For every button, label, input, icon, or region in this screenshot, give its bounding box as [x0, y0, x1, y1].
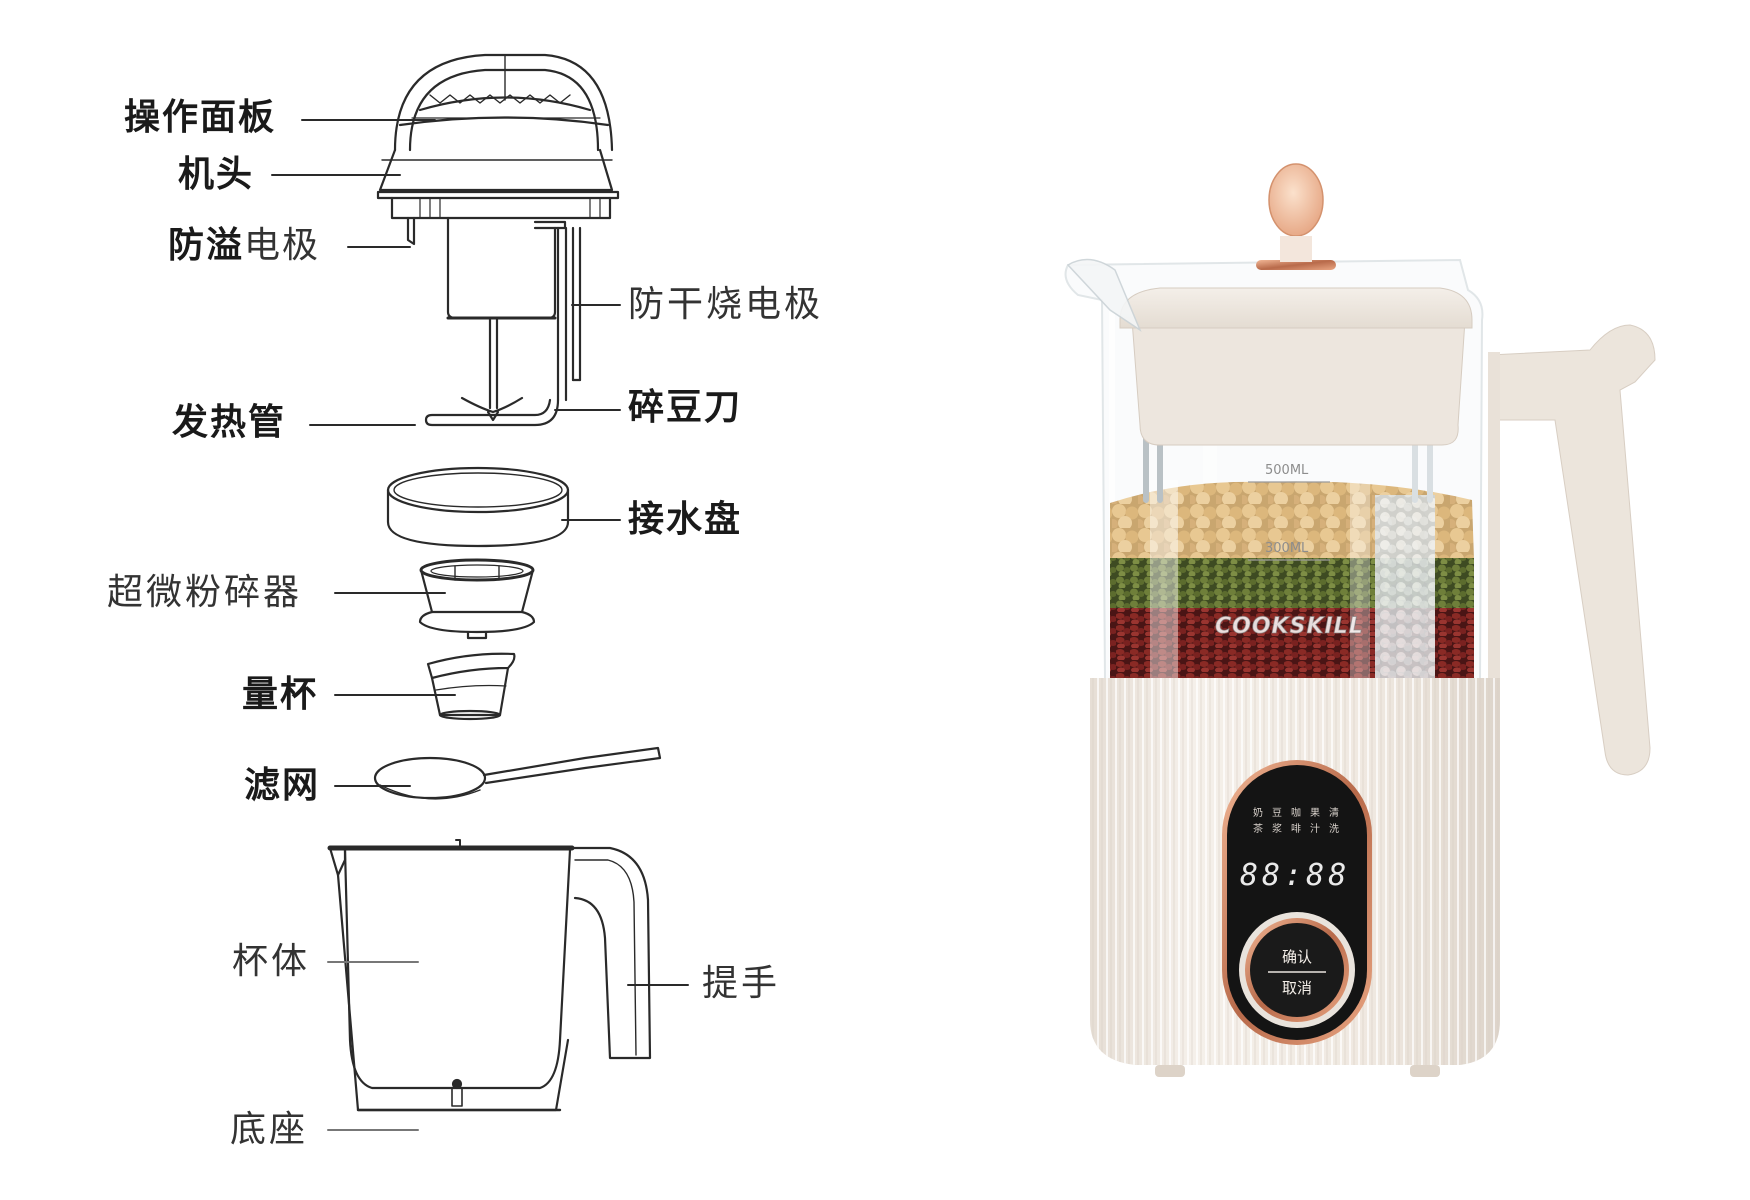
mode-label: 清 [1329, 808, 1339, 819]
lid [1066, 258, 1473, 446]
cancel-button-label[interactable]: 取消 [1281, 979, 1312, 997]
label-overflow-electrode-bold: 防溢 [168, 225, 245, 266]
mode-label: 洗 [1329, 824, 1339, 835]
mode-label: 浆 [1272, 824, 1282, 835]
label-dry-burn-electrode: 防干烧电极 [628, 284, 824, 325]
scale-500ml: 500ML [1265, 463, 1309, 478]
label-machine-head: 机头 [178, 154, 255, 195]
label-overflow-electrode-thin: 电极 [244, 225, 321, 266]
filter-strainer-drawing [373, 746, 662, 800]
label-measuring-cup: 量杯 [242, 674, 319, 715]
product-photo: 500ML 300ML COOKSKILL 奶 豆 咖 果 清 茶 浆 啡 汁 … [1060, 120, 1740, 1080]
control-panel [1222, 760, 1372, 1045]
cup-body-drawing [327, 839, 652, 1112]
jug-handle [1488, 324, 1656, 860]
ultrafine-grinder-drawing [418, 558, 536, 640]
drip-tray-drawing [386, 466, 570, 548]
mode-label: 果 [1310, 808, 1320, 819]
mode-label: 咖 [1291, 808, 1301, 819]
mode-label: 豆 [1272, 808, 1282, 819]
mode-label: 啡 [1291, 824, 1301, 835]
confirm-button-label[interactable]: 确认 [1281, 948, 1312, 966]
label-filter-strainer: 滤网 [244, 765, 321, 806]
label-base: 底座 [230, 1109, 309, 1150]
machine-head-drawing [376, 53, 620, 427]
label-ultrafine-grinder: 超微粉碎器 [107, 572, 303, 613]
mode-label: 茶 [1253, 824, 1263, 835]
label-control-panel: 操作面板 [124, 97, 277, 138]
measuring-cup-drawing [426, 652, 516, 721]
label-handle: 提手 [702, 963, 781, 1004]
lid-knob [1256, 163, 1336, 270]
scale-300ml: 300ML [1265, 541, 1309, 556]
scale-marks [1248, 481, 1330, 561]
label-cup-body: 杯体 [232, 941, 311, 982]
mode-label: 汁 [1310, 824, 1320, 835]
label-heating-tube: 发热管 [172, 402, 287, 443]
brand-logo: COOKSKILL [1215, 614, 1364, 640]
label-drip-tray: 接水盘 [628, 499, 743, 540]
leader-lines [271, 119, 689, 1131]
beans-fill [1110, 480, 1474, 680]
mode-label: 奶 [1253, 808, 1263, 819]
label-overflow-electrode: 防溢电极 [168, 228, 320, 264]
led-display: 88:88 [1240, 858, 1351, 893]
label-bean-blade: 碎豆刀 [628, 387, 743, 428]
